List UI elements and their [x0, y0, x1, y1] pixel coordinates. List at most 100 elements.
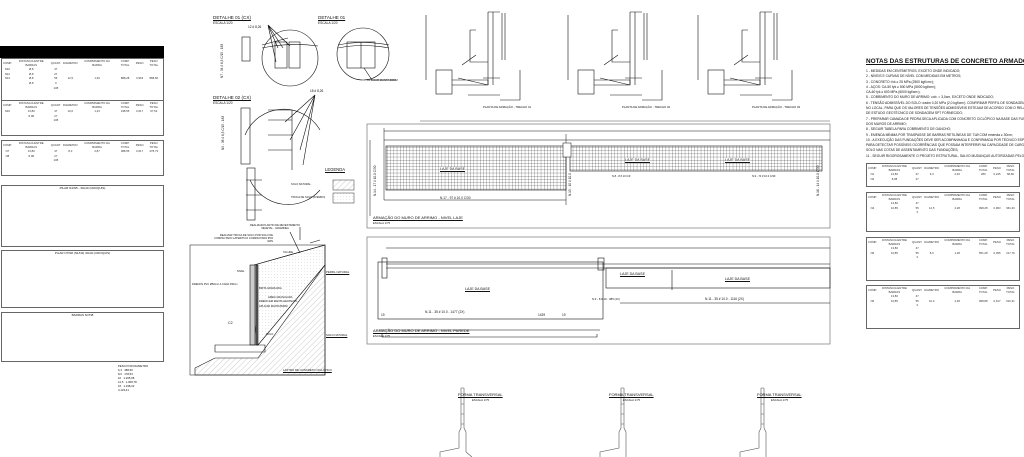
table-cell: [79, 85, 116, 90]
table-cell: COMP. TOTAL: [120, 59, 130, 67]
table-cell: [992, 303, 1002, 308]
table-cell: [940, 255, 974, 260]
notes-title: NOTAS DAS ESTRUTURAS DE CONCRETO ARMADO: [866, 58, 1024, 65]
table-cell: 8,08: [28, 113, 34, 118]
table-cell: QUANT.: [50, 103, 61, 107]
note-line: 9 - EMENDA MÍNIMA POR TRASPASSE DE BARRA…: [866, 132, 1013, 137]
table-cell: [867, 255, 878, 260]
section-label-dreno: DRENO EM MANTA GEOTEXTIL: [259, 300, 298, 303]
plan-caption-2: PLANTA DE ARMAÇÃO - TRECHO 02: [622, 105, 671, 109]
rebar-table-6: BARRAS N7/N8: [1, 312, 164, 362]
table-cell: PESO TOTAL: [149, 59, 159, 67]
table-cell: 13,80: [890, 246, 898, 251]
parede-label-1: LAJE DA BASE: [465, 287, 490, 291]
table-cell: 10,85: [890, 205, 898, 210]
table-cell: DISTANCIA ENTRE BARRAS: [882, 193, 907, 201]
table-cell: 0,395: [993, 250, 1001, 255]
table-cell: N12: [4, 71, 10, 76]
legend-item-troca-solo: TROCA DE SOLO (ATERRO): [291, 196, 326, 199]
table-cell: [992, 177, 1002, 182]
table-cell: DIAMETRO: [62, 61, 78, 65]
table-cell: N8: [5, 153, 10, 158]
table-cell: PESO: [993, 166, 1001, 170]
detail-02-cx-scale: ESCALA 1/20: [213, 101, 233, 105]
table-cell: [940, 177, 974, 182]
table-cell: [878, 303, 911, 308]
parede-title: ARMAÇÃO DO MURO DE ARRIMO - NIVEL PAREDE: [373, 328, 470, 333]
table-cell: 998,88: [978, 298, 988, 303]
detail-03-circle: [246, 167, 321, 221]
table-cell: 10,0: [67, 109, 74, 114]
table-cell: 55: [915, 205, 919, 210]
plan-trecho-03: [697, 11, 793, 101]
section-note-plantio: REALIZAR PLANTIO DE REVESTIMENTO VEGETAL…: [250, 224, 300, 230]
table-cell: 138: [53, 158, 59, 163]
table-cell: DISTANCIA ENTRE BARRAS: [882, 164, 907, 172]
table-cell: 13,80: [27, 109, 35, 114]
laje-label-3: LAJE DA BASE: [725, 158, 750, 162]
forma-title-3: FORMA TRANSVERSAL: [757, 392, 802, 397]
table-cell: COMP. TOTAL: [978, 164, 988, 172]
table-cell: PESO: [135, 103, 144, 107]
table-cell: N2: [870, 176, 875, 181]
weight-summary: PESO POR DIAMETRO 6,3 488,60 8,0 178,53 …: [118, 364, 149, 392]
table-cell: COMP. TOTAL: [120, 101, 130, 109]
table-cell: 3: [55, 81, 57, 86]
table-cell: [115, 118, 134, 123]
table-cell: [923, 255, 940, 260]
table-cell: Ø,8: [28, 81, 34, 86]
table-cell: [13, 85, 50, 90]
table-cell: 2,48: [954, 298, 960, 303]
laje-frame: [366, 123, 831, 229]
table-cell: [1002, 177, 1019, 182]
table-cell: N6: [870, 298, 875, 303]
table-cell: COMPRIMENTO DA BARRA: [84, 59, 111, 67]
table-cell: QUANT.: [50, 143, 61, 147]
table-cell: 27: [54, 71, 58, 76]
parede-dim-b: 19: [562, 313, 566, 317]
table-cell: [145, 158, 163, 163]
notes-block: NOTAS DAS ESTRUTURAS DE CONCRETO ARMADO …: [866, 58, 1024, 159]
table-cell: 1,36: [94, 76, 100, 81]
laje-bar-small: N.8 - 8 # 10 C/9: [612, 175, 631, 178]
plan-trecho-01: [425, 11, 521, 101]
table-cell: PESO: [993, 240, 1001, 244]
section-label-drenos: DRENOS PVC Ø50mm A CADA 150cm: [192, 283, 238, 286]
table-cell: Ø,8: [28, 71, 34, 76]
table-cell: Ø,8: [28, 76, 34, 81]
table-cell: 1,28: [954, 250, 960, 255]
table-cell: 0,245: [993, 172, 1001, 177]
table-cell: N10: [4, 67, 10, 72]
table-cell: [974, 303, 992, 308]
laje-bar-right: N.16 - 14 # 10.0 C/30: [816, 165, 820, 196]
section-label-lastro: LASTRO DE CONCRETO CICLÓPICO: [283, 368, 332, 372]
table-cell: 0,963: [136, 76, 144, 81]
laje-title: ARMAÇÃO DO MURO DE ARRIMO - NIVEL LAJE: [373, 215, 463, 220]
table-cell: 0,617: [993, 298, 1001, 303]
table-cell: [79, 158, 116, 163]
table-cell: 27: [54, 153, 58, 158]
section-label-brita: BRITA GRADUADA: [259, 287, 282, 290]
detail-01-scale: ESCALA 1/20: [318, 21, 338, 25]
table-cell: N4: [870, 205, 875, 210]
table-cell: [940, 210, 974, 215]
table-cell: [2, 118, 13, 123]
table-cell: 12,5: [67, 76, 74, 81]
detail-01-cx-scale: ESCALA 1/20: [213, 21, 233, 25]
section-note-talude: TALUDE: [283, 251, 294, 254]
table-cell: COMP. TOTAL: [120, 141, 130, 149]
table-cell: DISTANCIA ENTRE BARRAS: [18, 101, 44, 109]
section-label-manta: APLICAR MANTA BIDIM: [259, 305, 288, 308]
section-label-solo: SOLO: [266, 333, 274, 336]
forma-scale-1: ESCALA 1/75: [472, 398, 490, 402]
table-cell: 2,87: [94, 149, 100, 154]
note-line: DE ESTUDO GEOTÉCNICO DE SONDAGEM SPT FOR…: [866, 111, 963, 116]
table-cell: 280: [980, 172, 986, 177]
table-cell: N16: [4, 109, 10, 114]
parede-label-3: LAJE DA BASE: [725, 277, 750, 281]
table-cell: QUANT.: [912, 195, 923, 199]
note-line: NO LOCAL, PARA QUE OS VALORES DE TENSÕES…: [866, 106, 1024, 111]
